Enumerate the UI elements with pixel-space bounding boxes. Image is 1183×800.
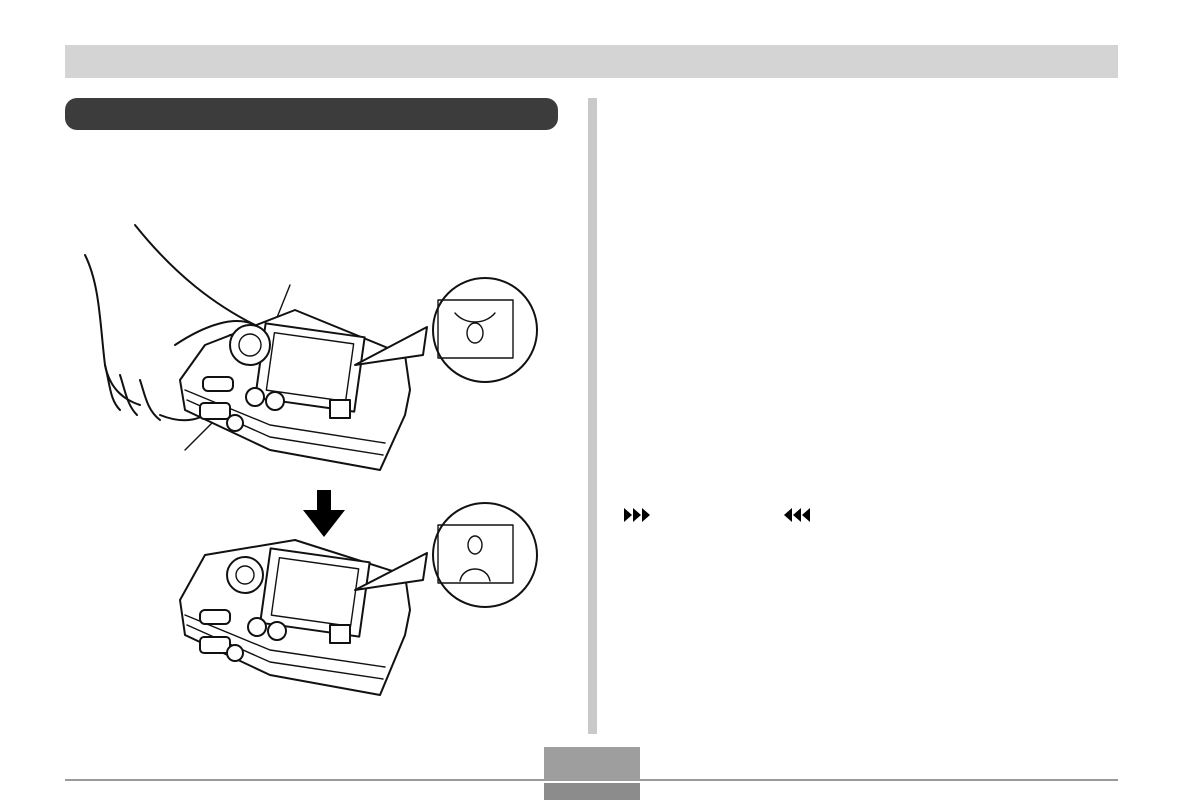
zoom-bubble-upright — [354, 502, 538, 608]
triple-arrow-left-icon — [784, 508, 810, 522]
pointer-line-button — [184, 419, 216, 451]
triple-arrow-right-icon — [624, 508, 650, 522]
arrow-down-icon — [303, 490, 345, 537]
header-bar — [65, 45, 1118, 78]
section-title-bar — [65, 98, 558, 130]
column-divider — [588, 98, 597, 734]
camera-top — [179, 309, 411, 471]
camera-rotation-illustration — [84, 224, 538, 696]
zoom-bubble-rotated — [354, 277, 538, 383]
page-number-tab-base — [544, 783, 640, 800]
camera-bottom — [179, 539, 411, 696]
page-number-tab — [544, 747, 640, 781]
